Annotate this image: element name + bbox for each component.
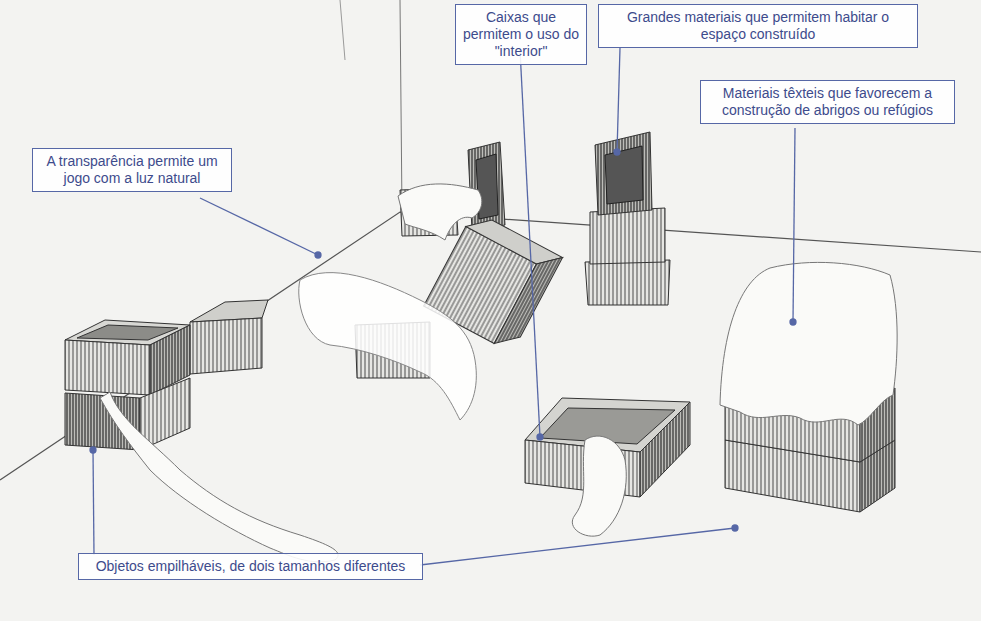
callout-box: Caixas que permitem o uso do "interior": [455, 4, 587, 65]
basket: [590, 208, 665, 264]
callout-text: A transparência permite um jogo com a lu…: [39, 153, 225, 187]
wall-line: [340, 0, 345, 60]
callout-text: Objetos empilháveis, de dois tamanhos di…: [85, 558, 416, 575]
callout-box: Objetos empilháveis, de dois tamanhos di…: [78, 553, 423, 580]
basket: [65, 340, 150, 395]
leader-dot: [790, 319, 796, 325]
callout-text: Caixas que permitem o uso do "interior": [462, 9, 580, 60]
callout-box: Materiais têxteis que favorecem a constr…: [700, 80, 955, 124]
wall-corner: [400, 0, 402, 212]
leader-dot: [90, 447, 96, 453]
fabric: [720, 262, 897, 425]
callout-text: Materiais têxteis que favorecem a constr…: [707, 85, 948, 119]
basket-inside: [605, 146, 643, 204]
leader-dot: [614, 149, 620, 155]
fabric: [100, 392, 338, 562]
leader-line: [617, 48, 620, 152]
leader-dot: [315, 252, 321, 258]
basket: [595, 132, 652, 215]
leader-dot: [732, 525, 738, 531]
leader-line: [420, 528, 735, 565]
basket-inside: [77, 325, 178, 340]
leader-lines: [90, 48, 796, 565]
leader-line: [520, 50, 540, 437]
fabric: [299, 273, 477, 420]
fabric: [572, 436, 626, 536]
leader-line: [793, 128, 795, 322]
leader-line: [93, 450, 94, 555]
basket: [640, 402, 690, 497]
basket: [494, 248, 562, 353]
callout-text: Grandes materiais que permitem habitar o…: [605, 9, 911, 43]
callout-box: Grandes materiais que permitem habitar o…: [598, 4, 918, 48]
leader-line: [200, 198, 318, 255]
basket: [190, 318, 262, 374]
basket: [585, 260, 670, 305]
callout-box: A transparência permite um jogo com a lu…: [32, 148, 232, 192]
leader-dot: [537, 434, 543, 440]
